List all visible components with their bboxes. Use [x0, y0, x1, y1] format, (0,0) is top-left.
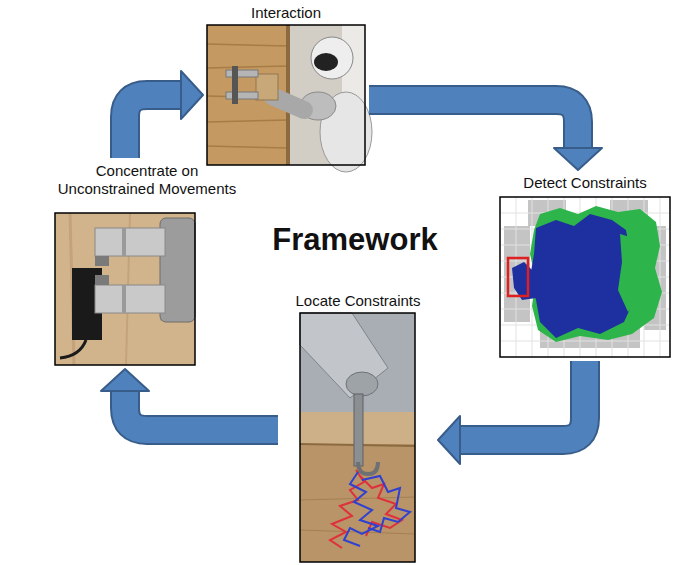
hook-tracing-photo-part	[344, 472, 378, 546]
step-heading: Concentrate on Unconstrained Movements	[47, 160, 247, 198]
photo-panel: Locate Constraints	[280, 290, 436, 564]
robot-interaction-photo-part	[207, 120, 289, 122]
robot-interaction-photo-part	[207, 146, 289, 148]
robot-interaction-photo-part	[232, 66, 238, 104]
arrow-body	[459, 361, 585, 440]
gripper-handle-photo-part	[95, 275, 109, 285]
step-heading: Locate Constraints	[280, 290, 436, 310]
gripper-handle-photo-part	[95, 228, 165, 256]
robot-interaction-photo-part	[207, 44, 289, 46]
hook-tracing-photo-part	[330, 470, 364, 548]
robot-interaction-photo-part	[207, 66, 289, 68]
step-heading: Interaction	[205, 2, 367, 22]
gripper-handle-photo-part	[95, 285, 165, 313]
arrow-body	[369, 100, 578, 149]
arrow-body	[125, 95, 182, 158]
detection-plot-part	[500, 197, 670, 357]
arrow-outline	[125, 390, 278, 430]
hook-tracing-photo-part	[300, 313, 415, 562]
gripper-handle-photo-part	[95, 256, 109, 266]
detection-plot-part-part	[500, 341, 670, 342]
gripper-handle-photo-part	[122, 285, 126, 313]
hook-tracing-photo-part	[358, 462, 378, 474]
detection-plot-part	[508, 258, 528, 296]
arrow-head	[181, 71, 203, 119]
gripper-handle-photo-part	[122, 228, 126, 256]
robot-interaction-photo-part	[226, 92, 258, 99]
hook-tracing-photo-part	[346, 372, 378, 396]
robot-interaction-photo-part	[207, 25, 365, 165]
detection-plot-part	[530, 206, 662, 342]
detection-plot-part	[618, 234, 648, 312]
arrow-head	[438, 416, 460, 464]
photo-panel: Detect Constraints	[497, 172, 673, 359]
photo-panel: Concentrate on Unconstrained Movements	[47, 160, 247, 367]
gripper-handle-photo-part	[60, 340, 86, 358]
block-arrow	[438, 361, 585, 464]
block-arrow	[369, 100, 602, 170]
gripper-handle-photo-part	[55, 213, 195, 365]
step-heading: Detect Constraints	[497, 172, 673, 192]
hook-tracing-photo	[300, 313, 415, 562]
hook-tracing-photo-part	[300, 313, 415, 562]
arrow-outline	[459, 361, 585, 440]
robot-interaction-photo-part	[311, 37, 353, 79]
robot-interaction-photo	[207, 25, 372, 172]
gripper-handle-photo	[55, 213, 195, 365]
hook-tracing-photo-part	[300, 313, 388, 398]
detection-plot-part	[500, 197, 670, 357]
photo-panel: Interaction	[205, 2, 367, 167]
hook-tracing-photo-part	[362, 476, 410, 532]
detection-plot	[500, 197, 670, 357]
arrow-head	[101, 369, 149, 391]
robot-interaction-photo-part	[226, 70, 258, 77]
detection-plot-part	[500, 197, 670, 357]
robot-interaction-photo-part	[207, 25, 289, 165]
arrow-outline	[125, 95, 182, 158]
block-arrow	[125, 71, 203, 158]
arrow-body	[125, 390, 278, 430]
robot-interaction-photo-part	[314, 53, 338, 71]
hook-tracing-photo-part	[354, 394, 363, 466]
center-title: Framework	[230, 222, 480, 258]
arrow-outline	[369, 100, 578, 149]
robot-interaction-photo-part	[256, 74, 278, 100]
detection-plot-part	[530, 214, 634, 338]
gripper-handle-photo-part	[55, 213, 195, 365]
arrow-head	[554, 148, 602, 170]
block-arrow	[101, 369, 278, 430]
